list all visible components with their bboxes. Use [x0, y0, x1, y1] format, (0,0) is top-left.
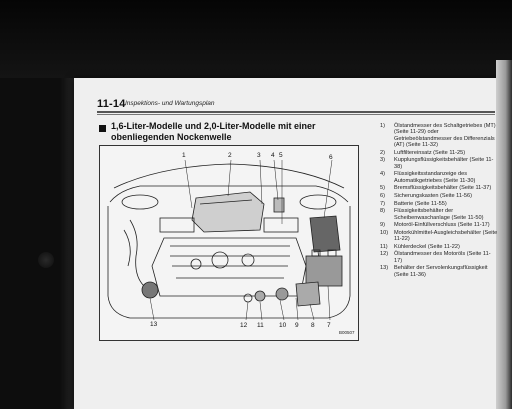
- legend-item: 4)Flüssigkeitsstandanzeige des Automatik…: [380, 171, 476, 184]
- legend-item: 3)Kupplungsflüssigkeitsbehälter (Seite 1…: [380, 157, 494, 170]
- engine-bay-drawing: [107, 159, 351, 321]
- callout-12: 12: [240, 322, 248, 329]
- figure-code: B00507: [339, 330, 355, 335]
- page-gutter: [60, 78, 76, 409]
- callout-10: 10: [279, 322, 287, 329]
- callout-2: 2: [228, 152, 232, 159]
- callout-9: 9: [295, 322, 299, 329]
- chapter-title: Inspektions- und Wartungsplan: [125, 100, 215, 107]
- header-rule: [97, 111, 495, 113]
- legend-item: 1)Ölstandmesser des Schaltgetriebes (MT)…: [380, 123, 496, 149]
- callout-8: 8: [311, 322, 315, 329]
- background-spot: [38, 252, 54, 268]
- legend-item: 7)Batterie (Seite 11-55): [380, 200, 447, 207]
- callout-6: 6: [329, 154, 333, 161]
- legend-item: 2)Luftfiltereinsatz (Seite 11-25): [380, 149, 466, 156]
- header-rule-thin: [97, 114, 495, 115]
- callout-11: 11: [257, 322, 264, 329]
- figure-legend: 1)Ölstandmesser des Schaltgetriebes (MT)…: [380, 123, 498, 279]
- background-top: [0, 0, 512, 78]
- callout-4: 4: [271, 152, 275, 159]
- callout-13: 13: [150, 321, 158, 328]
- page-header: 11-14 Inspektions- und Wartungsplan: [97, 98, 495, 115]
- callout-1: 1: [182, 152, 186, 159]
- legend-item: 13)Behälter der Servolenkungsflüssigkeit…: [380, 265, 488, 278]
- callout-3: 3: [257, 152, 261, 159]
- page-edge: [496, 60, 512, 409]
- callout-5: 5: [279, 152, 283, 159]
- callout-7: 7: [327, 322, 331, 329]
- legend-item: 8)Flüssigkeitsbehälter der Scheibenwasch…: [380, 208, 484, 221]
- engine-bay-figure: [99, 145, 359, 341]
- legend-item: 9)Motoröl-Einfüllverschluss (Seite 11-17…: [380, 222, 490, 229]
- legend-item: 11)Kühlerdeckel (Seite 11-22): [380, 243, 460, 250]
- section-title: 1,6-Liter-Modelle und 2,0-Liter-Modelle …: [111, 121, 316, 142]
- legend-item: 5)Bremsflüssigkeitsbehälter (Seite 11-37…: [380, 185, 492, 192]
- legend-item: 12)Ölstandmesser des Motoröls (Seite 11-…: [380, 251, 491, 264]
- legend-item: 10)Motorkühlmittel-Ausgleichsbehälter (S…: [380, 229, 498, 243]
- page-number: 11-14: [97, 98, 126, 110]
- legend-item: 6)Sicherungskasten (Seite 11-56): [380, 193, 472, 199]
- section-bullet-icon: [99, 125, 106, 132]
